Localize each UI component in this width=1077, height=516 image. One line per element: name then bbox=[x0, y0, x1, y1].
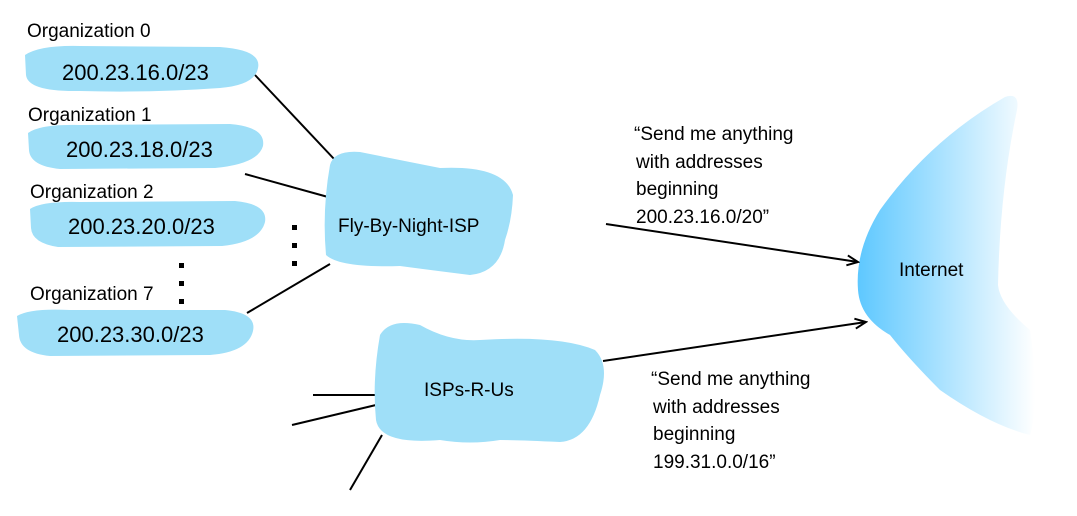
org1-prefix: 200.23.18.0/23 bbox=[66, 137, 213, 162]
ellipsis-dots bbox=[179, 225, 297, 304]
link-org0-flybynight bbox=[254, 74, 336, 161]
flybynight-isp-cloud bbox=[324, 151, 513, 275]
flybynight-isp-label: Fly-By-Night-ISP bbox=[338, 216, 479, 237]
link-org1-flybynight bbox=[244, 173, 329, 198]
links bbox=[244, 74, 383, 491]
ispsrus-advertisement-line-3: beginning bbox=[653, 424, 735, 445]
flybynight-advertisement-line-1: “Send me anything bbox=[634, 124, 794, 145]
org7-cloud bbox=[17, 309, 254, 356]
internet-cloud bbox=[857, 95, 1035, 436]
internet-label: Internet bbox=[899, 260, 964, 281]
flybynight-advertisement-line-2: with addresses bbox=[635, 152, 763, 173]
ispsrus-isp-label: ISPs-R-Us bbox=[424, 380, 514, 401]
flybynight-advertisement-line-3: beginning bbox=[636, 179, 718, 200]
ispsrus-isp-cloud bbox=[374, 322, 604, 443]
org7-prefix: 200.23.30.0/23 bbox=[57, 322, 204, 347]
org1-cloud bbox=[28, 124, 264, 169]
ispsrus-advertisement-line-2: with addresses bbox=[652, 397, 780, 418]
link-ispsrus-2 bbox=[291, 404, 377, 426]
ispsrus-advertisement-line-4: 199.31.0.0/16” bbox=[653, 452, 776, 473]
ispsrus-advertisement-arrow bbox=[602, 322, 866, 362]
org0-prefix: 200.23.16.0/23 bbox=[62, 60, 209, 85]
flybynight-advertisement-arrow bbox=[605, 223, 858, 262]
link-org7-flybynight bbox=[246, 263, 331, 314]
link-ispsrus-3 bbox=[349, 434, 383, 491]
org1-label: Organization 1 bbox=[28, 105, 152, 126]
org0-cloud bbox=[25, 45, 259, 92]
org2-label: Organization 2 bbox=[30, 182, 154, 203]
org7-label: Organization 7 bbox=[30, 284, 154, 305]
flybynight-advertisement-line-4: 200.23.16.0/20” bbox=[636, 207, 769, 228]
org2-prefix: 200.23.20.0/23 bbox=[68, 214, 215, 239]
ispsrus-advertisement-line-1: “Send me anything bbox=[651, 369, 811, 390]
org0-label: Organization 0 bbox=[27, 21, 151, 42]
org2-cloud bbox=[30, 201, 266, 247]
